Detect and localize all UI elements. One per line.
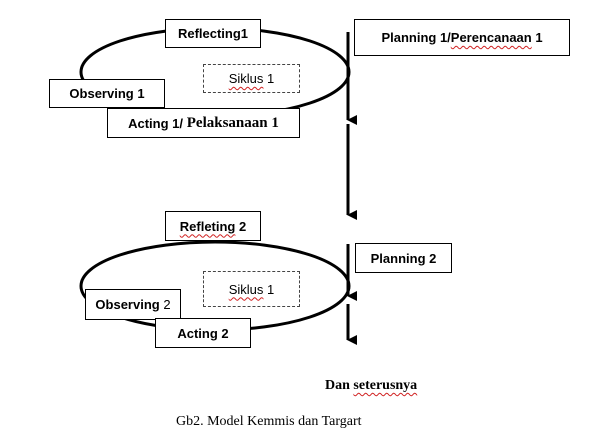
siklus-2-word: Siklus bbox=[228, 281, 264, 297]
planning-1-box: Planning 1/Perencanaan 1 bbox=[354, 19, 570, 56]
reflecting-2-num: 2 bbox=[235, 218, 247, 234]
reflecting-2-label: Refleting bbox=[179, 218, 236, 234]
observing-2-label: Observing bbox=[95, 297, 160, 312]
figure-caption: Gb2. Model Kemmis dan Targart bbox=[176, 414, 362, 429]
reflecting-1-label: Reflecting1 bbox=[177, 26, 249, 41]
planning-1-label: Planning 1/ bbox=[381, 30, 451, 45]
siklus-1-word: Siklus bbox=[228, 71, 264, 86]
continue-prefix: Dan bbox=[325, 378, 354, 393]
acting-2-box: Acting 2 bbox=[155, 318, 251, 348]
siklus-2-box: Siklus 1 bbox=[203, 271, 300, 307]
siklus-1-num: 1 bbox=[263, 71, 275, 86]
observing-2-num: 2 bbox=[159, 297, 171, 312]
observing-2-box: Observing 2 bbox=[85, 289, 181, 320]
acting-1-local-label: Pelaksanaan 1 bbox=[183, 114, 279, 131]
observing-1-label: Observing 1 bbox=[69, 86, 145, 101]
reflecting-1-box: Reflecting1 bbox=[165, 19, 261, 48]
planning-1-num: 1 bbox=[531, 30, 543, 45]
planning-1-local-label: Perencanaan bbox=[450, 30, 532, 45]
acting-1-label: Acting 1/ bbox=[128, 115, 184, 131]
siklus-2-num: 1 bbox=[263, 281, 275, 297]
planning-2-label: Planning 2 bbox=[370, 250, 437, 266]
continue-text: Dan seterusnya bbox=[325, 378, 417, 394]
continue-word: seterusnya bbox=[353, 378, 418, 393]
siklus-1-box: Siklus 1 bbox=[203, 64, 300, 93]
acting-2-label: Acting 2 bbox=[177, 325, 229, 341]
planning-2-box: Planning 2 bbox=[355, 243, 452, 273]
acting-1-box: Acting 1/ Pelaksanaan 1 bbox=[107, 108, 300, 138]
reflecting-2-box: Refleting 2 bbox=[165, 211, 261, 241]
observing-1-box: Observing 1 bbox=[49, 79, 165, 108]
